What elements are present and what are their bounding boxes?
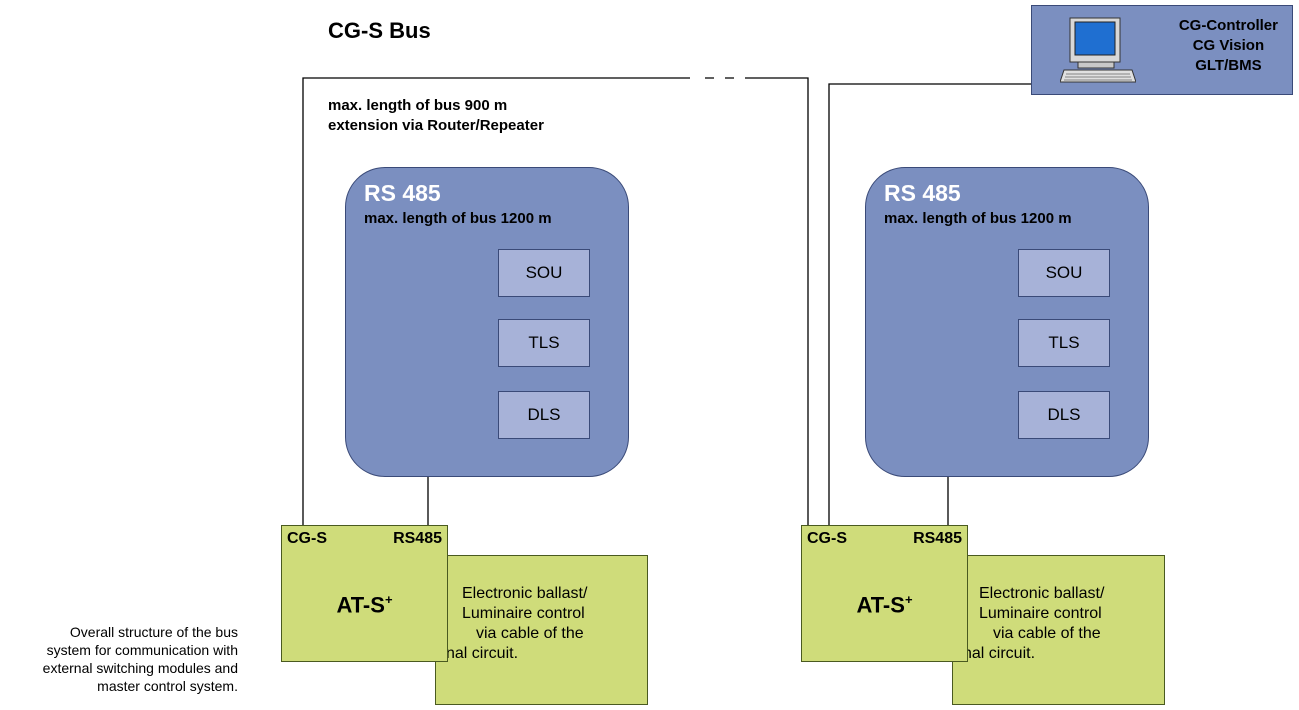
ballast-box: Electronic ballast/ Luminaire control vi…: [435, 555, 648, 705]
module-sou: SOU: [1018, 249, 1110, 297]
controller-line3: GLT/BMS: [1195, 57, 1262, 74]
ballast-line2: Luminaire control: [979, 605, 1102, 622]
ballast-line3: via cable of the: [476, 625, 584, 642]
cgs-bus-line-right: [745, 77, 809, 525]
bus-note-line2: extension via Router/Repeater: [328, 117, 544, 134]
ballast-line4: final circuit.: [438, 645, 519, 662]
rs485-title: RS 485: [364, 180, 441, 206]
caption-line1: Overall structure of the bus: [69, 624, 238, 640]
rs485-title: RS 485: [884, 180, 961, 206]
rs485-max-length: max. length of bus 1200 m: [884, 210, 1072, 227]
module-dls: DLS: [1018, 391, 1110, 439]
controller-line1: CG-Controller: [1178, 17, 1278, 34]
ballast-text: Electronic ballast/ Luminaire control vi…: [438, 584, 642, 664]
module-tls: TLS: [498, 319, 590, 367]
ats-port-cgs: CG-S: [807, 530, 847, 547]
rs485-max-length: max. length of bus 1200 m: [364, 210, 552, 227]
bus-note: max. length of bus 900 m extension via R…: [328, 96, 544, 136]
ats-name: AT-S+: [282, 592, 447, 618]
ats-port-rs485: RS485: [913, 530, 962, 547]
cgs-bus-line-left: [302, 77, 690, 525]
module-dls: DLS: [498, 391, 590, 439]
controller-bus-line: [828, 83, 1031, 525]
ats-name: AT-S+: [802, 592, 967, 618]
ats-name-sup: +: [904, 592, 913, 607]
bus-title: CG-S Bus: [328, 18, 431, 43]
ats-port-cgs: CG-S: [287, 530, 327, 547]
caption-line2: system for communication with: [46, 642, 238, 658]
bus-note-line1: max. length of bus 900 m: [328, 97, 508, 114]
ballast-line1: Electronic ballast/: [979, 585, 1105, 602]
ballast-box: Electronic ballast/ Luminaire control vi…: [952, 555, 1165, 705]
controller-line2: CG Vision: [1192, 37, 1265, 54]
module-sou: SOU: [498, 249, 590, 297]
ats-port-rs485: RS485: [393, 530, 442, 547]
ats-name-sup: +: [384, 592, 393, 607]
ats-module: CG-S RS485 AT-S+: [281, 525, 448, 662]
ballast-line3: via cable of the: [993, 625, 1101, 642]
ats-name-text: AT-S: [336, 592, 385, 618]
caption-line4: master control system.: [97, 678, 238, 694]
ballast-line1: Electronic ballast/: [462, 585, 588, 602]
controller-box: CG-Controller CG Vision GLT/BMS: [1031, 5, 1293, 95]
module-tls: TLS: [1018, 319, 1110, 367]
ats-name-text: AT-S: [856, 592, 905, 618]
figure-caption: Overall structure of the bus system for …: [0, 623, 238, 695]
caption-line3: external switching modules and: [42, 660, 238, 676]
computer-icon: [1060, 17, 1136, 83]
ballast-line2: Luminaire control: [462, 605, 585, 622]
ats-module: CG-S RS485 AT-S+: [801, 525, 968, 662]
ballast-text: Electronic ballast/ Luminaire control vi…: [955, 584, 1159, 664]
controller-label: CG-Controller CG Vision GLT/BMS: [1179, 16, 1278, 76]
ballast-line4: final circuit.: [955, 645, 1036, 662]
